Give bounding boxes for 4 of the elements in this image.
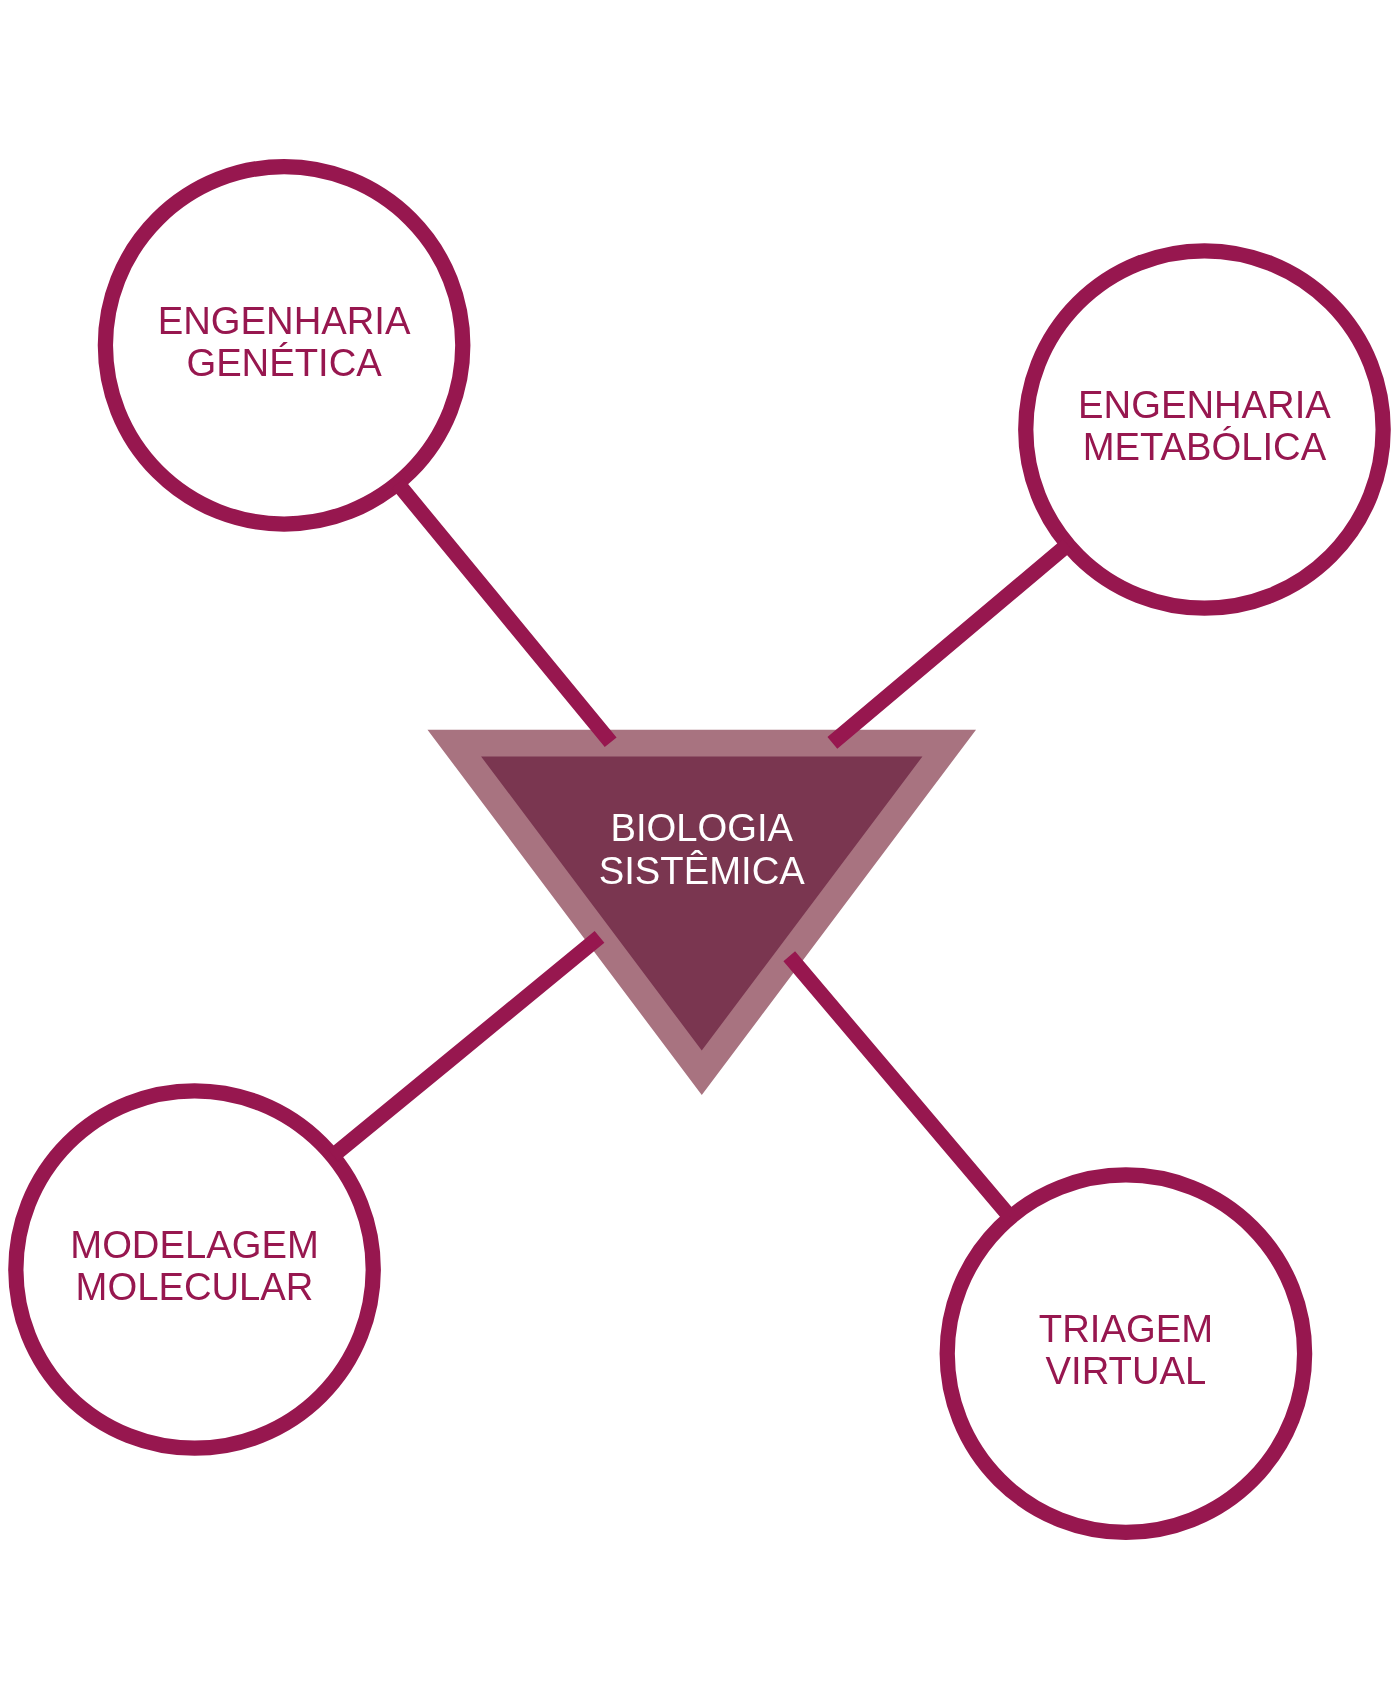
- node-circle: ENGENHARIA METABÓLICA: [1018, 242, 1391, 616]
- node-circle: MODELAGEM MOLECULAR: [8, 1082, 381, 1456]
- node-circle: TRIAGEM VIRTUAL: [939, 1166, 1313, 1540]
- node-circle: ENGENHARIA GENÉTICA: [97, 158, 471, 532]
